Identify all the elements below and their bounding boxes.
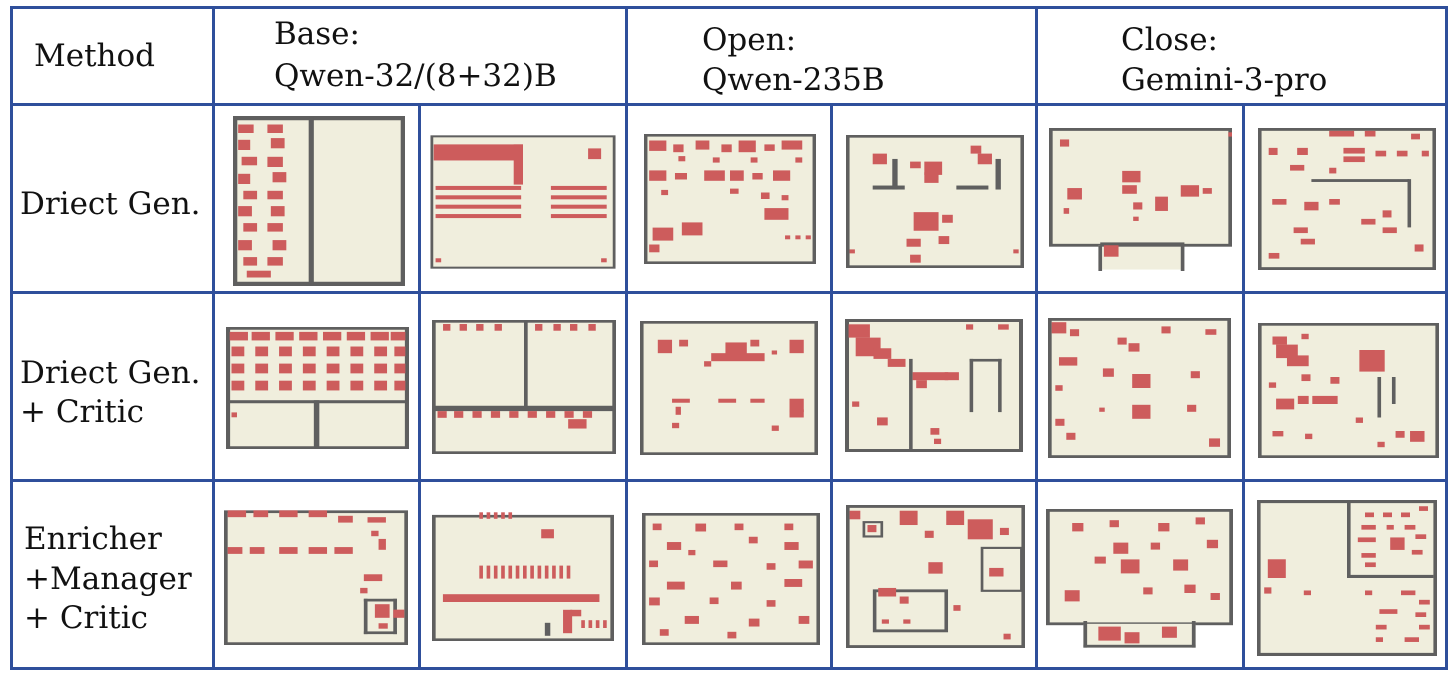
- row-label-cell-enricher: Enricher +Manager + Critic: [12, 481, 214, 669]
- grid-line-outer-left: [10, 6, 13, 670]
- header-method-label: Method: [34, 38, 156, 74]
- header-open-cell: Open: Qwen-235B: [627, 8, 1037, 104]
- floorplan-image-r1-c1: [233, 116, 405, 286]
- row-label-critic-line1: Driect Gen.: [20, 355, 201, 391]
- floorplan-image-r3-c4: [846, 505, 1025, 648]
- grid-line-h2: [10, 291, 1448, 294]
- grid-line-v-base-open: [625, 6, 628, 670]
- row-label-enricher-line3: + Critic: [24, 600, 149, 636]
- floorplan-image-r2-c1: [226, 327, 409, 449]
- floorplan-image-r2-c6: [1258, 323, 1439, 458]
- grid-line-h1: [10, 103, 1448, 106]
- floorplan-image-r3-c6: [1257, 500, 1437, 656]
- grid-line-outer-top: [10, 6, 1448, 9]
- row-label-cell-direct: Driect Gen.: [12, 106, 214, 293]
- floorplan-image-r1-c5: [1049, 128, 1232, 271]
- row-label-critic-line2: + Critic: [20, 394, 145, 430]
- grid-line-v-close-split: [1242, 104, 1245, 670]
- floorplan-image-r2-c3: [640, 321, 818, 455]
- grid-line-v-open-split: [830, 104, 833, 670]
- grid-line-v-base-split: [418, 104, 421, 670]
- grid-line-v-open-close: [1035, 6, 1038, 670]
- row-label-enricher-line2: +Manager: [24, 561, 192, 597]
- grid-line-h3: [10, 479, 1448, 482]
- header-open-line2: Qwen-235B: [702, 62, 885, 98]
- floorplan-image-r2-c5: [1048, 318, 1231, 458]
- floorplan-image-r1-c4: [846, 135, 1024, 268]
- header-open-line1: Open:: [702, 22, 797, 58]
- floorplan-image-r1-c6: [1258, 128, 1436, 270]
- header-close-cell: Close: Gemini-3-pro: [1037, 8, 1446, 104]
- header-close-line2: Gemini-3-pro: [1121, 62, 1328, 98]
- row-label-direct-line1: Driect Gen.: [20, 186, 201, 222]
- header-close-line1: Close:: [1121, 22, 1218, 58]
- grid-line-outer-right: [1445, 6, 1448, 670]
- floorplan-image-r2-c4: [845, 319, 1023, 452]
- header-base-cell: Base: Qwen-32/(8+32)B: [214, 8, 627, 104]
- row-label-cell-critic: Driect Gen. + Critic: [12, 293, 214, 481]
- header-base-line1: Base:: [274, 16, 360, 52]
- floorplan-image-r3-c1: [224, 509, 408, 645]
- header-base-line2: Qwen-32/(8+32)B: [274, 58, 557, 94]
- grid-line-v-method: [212, 6, 215, 670]
- floorplan-image-r1-c3: [644, 134, 816, 264]
- grid-line-outer-bottom: [10, 667, 1448, 670]
- floorplan-image-r3-c2: [432, 511, 614, 641]
- header-method-cell: Method: [12, 8, 214, 104]
- floorplan-image-r3-c3: [642, 513, 820, 645]
- floorplan-image-r2-c2: [432, 320, 616, 454]
- floorplan-image-r3-c5: [1046, 509, 1233, 649]
- floorplan-image-r1-c2: [430, 135, 616, 269]
- row-label-enricher-line1: Enricher: [24, 521, 162, 557]
